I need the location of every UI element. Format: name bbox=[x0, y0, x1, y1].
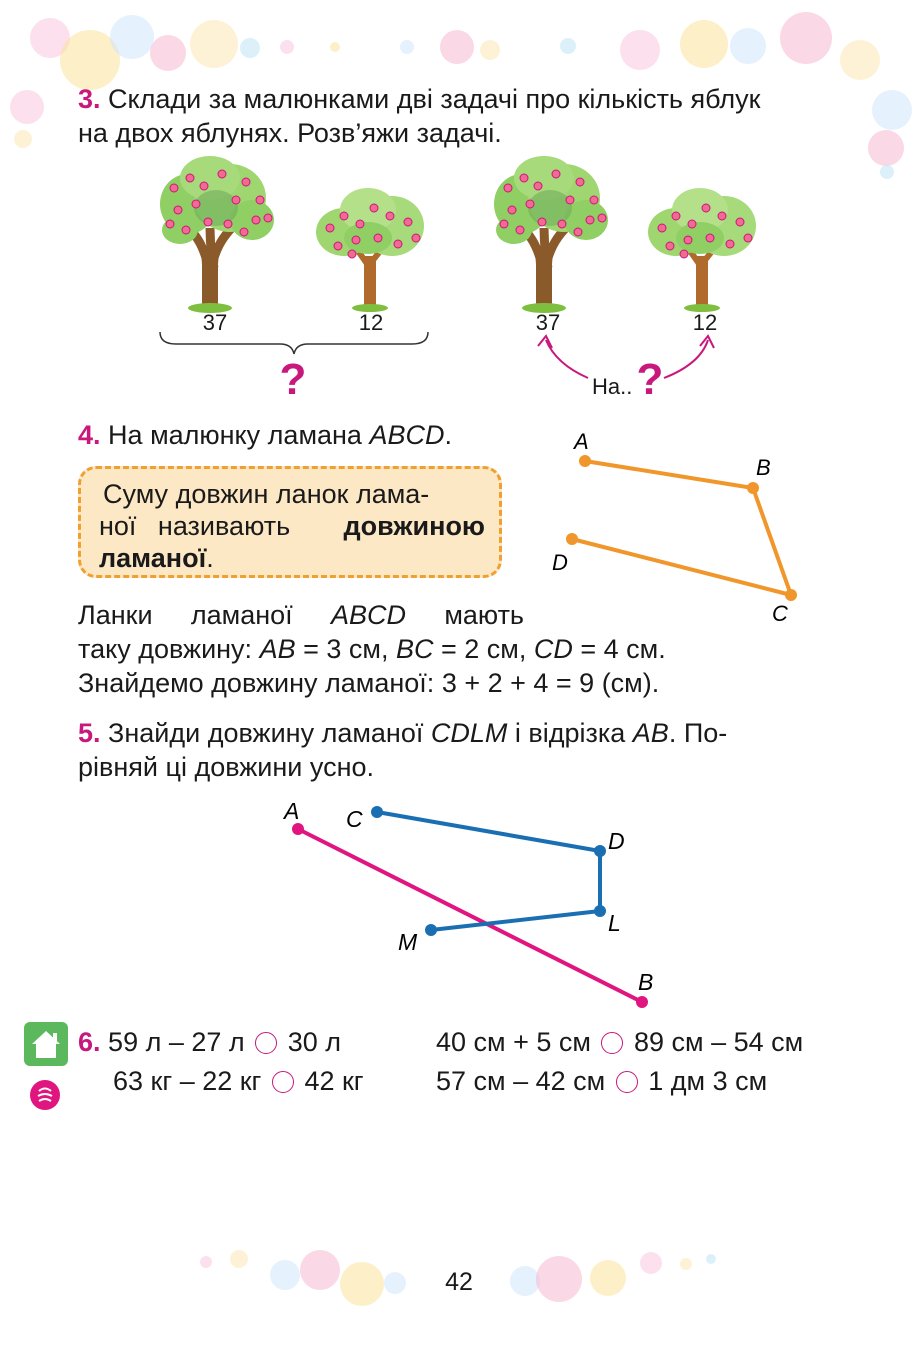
left-tree2-value: 12 bbox=[359, 310, 383, 335]
task4-number: 4. bbox=[78, 420, 101, 450]
brace bbox=[159, 331, 429, 355]
apple-tree-big-right bbox=[494, 156, 608, 313]
right-tree2-value: 12 bbox=[693, 310, 717, 335]
apple-tree-big-left bbox=[160, 156, 274, 313]
question-mark-left: ? bbox=[280, 355, 307, 404]
page-number: 42 bbox=[445, 1268, 473, 1296]
rule-line3: ламаної. bbox=[99, 543, 214, 573]
apple-tree-small-right bbox=[648, 188, 756, 312]
point-a bbox=[579, 455, 591, 467]
segment-ab bbox=[297, 827, 643, 1004]
point-d bbox=[566, 533, 578, 545]
task5-line2: рівняй ці довжини усно. bbox=[78, 752, 375, 782]
arrow-right bbox=[663, 339, 709, 379]
compare-circle[interactable] bbox=[271, 1071, 294, 1093]
left-tree1-value: 37 bbox=[203, 310, 227, 335]
label-d5: D bbox=[608, 828, 625, 854]
apple-tree-small-left bbox=[316, 188, 424, 312]
point-c5 bbox=[371, 806, 383, 818]
task4-line1: 4. На малюнку ламана ABCD. bbox=[78, 420, 452, 450]
task3-text-line2: на двох яблунях. Розв’яжи задачі. bbox=[78, 118, 502, 148]
polyline-abcd-figure: A B C D bbox=[552, 429, 797, 626]
task3-text-line1: Склади за малюнками дві задачі про кільк… bbox=[108, 84, 761, 114]
point-c bbox=[785, 589, 797, 601]
task5-line1: 5. Знайди довжину ламаної CDLM і відрізк… bbox=[78, 718, 728, 748]
polyline-cdlm bbox=[376, 810, 602, 932]
arrow-left bbox=[545, 339, 589, 379]
task4-polyline-name: ABCD bbox=[369, 420, 445, 450]
task4-para-line1: Ланки ламаної ABCD мають bbox=[78, 600, 524, 630]
task6-number: 6. bbox=[78, 1027, 101, 1057]
compare-circle[interactable] bbox=[255, 1032, 278, 1054]
point-m5 bbox=[425, 924, 437, 936]
question-mark-right: ? bbox=[637, 355, 664, 404]
task6-row2-left: 63 кг – 22 кг 42 кг bbox=[113, 1066, 364, 1096]
compare-circle[interactable] bbox=[601, 1032, 624, 1054]
label-a: A bbox=[572, 429, 589, 454]
rule-line2: ної називають довжиною bbox=[99, 511, 485, 541]
rule-box: Суму довжин ланок лама- ної називають до… bbox=[78, 466, 502, 578]
task4-para-line3: Знайдемо довжину ламаної: 3 + 2 + 4 = 9 … bbox=[78, 668, 660, 698]
label-b: B bbox=[756, 455, 771, 480]
task3-illustration: 37 12 ? 37 12 На.. ? bbox=[0, 150, 918, 404]
task5-number: 5. bbox=[78, 718, 101, 748]
task4-para-line2: таку довжину: AB = 3 см, BC = 2 см, CD =… bbox=[78, 634, 666, 664]
task3-line1: 3. Склади за малюнками дві задачі про кі… bbox=[78, 84, 760, 115]
point-d5 bbox=[594, 845, 606, 857]
polyline-abcd bbox=[571, 459, 793, 597]
point-l5 bbox=[594, 905, 606, 917]
point-b bbox=[747, 482, 759, 494]
na-prefix: На.. bbox=[592, 374, 632, 399]
house-icon bbox=[24, 1022, 68, 1066]
label-l5: L bbox=[608, 910, 621, 936]
label-a5: A bbox=[282, 798, 299, 824]
label-c5: C bbox=[346, 806, 363, 832]
task6-row1-right: 40 см + 5 см 89 см – 54 см bbox=[436, 1027, 804, 1057]
task5-figure: A B C D L M bbox=[282, 798, 653, 1008]
label-b5: B bbox=[638, 969, 653, 995]
compare-circle[interactable] bbox=[615, 1071, 638, 1093]
task3-number: 3. bbox=[78, 84, 101, 114]
point-a5 bbox=[292, 823, 304, 835]
label-d: D bbox=[552, 550, 568, 575]
label-c: C bbox=[772, 601, 788, 626]
right-tree1-value: 37 bbox=[536, 310, 560, 335]
task4-intro: На малюнку ламана bbox=[108, 420, 370, 450]
task6-row1-left: 6. 59 л – 27 л 30 л bbox=[78, 1027, 341, 1057]
task6-row2-right: 57 см – 42 см 1 дм 3 см bbox=[436, 1066, 768, 1096]
rule-line1: Суму довжин ланок лама- bbox=[103, 479, 430, 509]
brain-icon bbox=[30, 1080, 60, 1110]
point-b5 bbox=[636, 996, 648, 1008]
label-m5: M bbox=[398, 929, 418, 955]
